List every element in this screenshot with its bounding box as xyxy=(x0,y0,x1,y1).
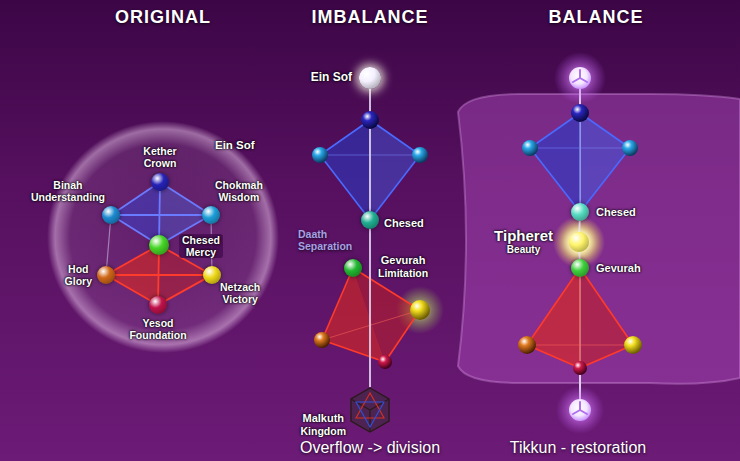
label-group: Ein Sof xyxy=(311,71,352,85)
sephira-sphere: Gevurah xyxy=(571,259,589,277)
sephira-name: Chesed xyxy=(182,234,220,246)
sephira-name: Chokmah xyxy=(215,179,263,191)
connector-line xyxy=(118,187,152,210)
label-group: Chesed xyxy=(384,217,424,230)
sephira-name: Ein Sof xyxy=(311,71,352,85)
label-group: NetzachVictory xyxy=(220,281,260,305)
sephira-name: Hod xyxy=(65,263,92,275)
sephira-name: Chesed xyxy=(596,206,636,219)
sephira-name: Chesed xyxy=(384,217,424,230)
sephira-name: Kether xyxy=(143,145,176,157)
connector-line xyxy=(120,214,202,216)
connector-line xyxy=(114,279,150,300)
column-heading: IMBALANCE xyxy=(312,7,429,28)
label-group: Gevurah xyxy=(596,262,641,275)
label-group: GevurahLimitation xyxy=(378,254,428,279)
caption-text: Tikkun - restoration xyxy=(510,439,646,457)
connector-line xyxy=(369,229,371,387)
tipheret-sphere: TipheretBeauty xyxy=(569,232,589,252)
sephira-name: Gevurah xyxy=(378,254,428,267)
sephira-meaning: Foundation xyxy=(129,329,186,341)
sephira-meaning: Limitation xyxy=(378,267,428,279)
label-group: KetherCrown xyxy=(143,145,176,169)
ein-sof-ring: Ein SofKetherCrownBinahUnderstandingChok… xyxy=(47,121,279,353)
sephira-sphere: KetherCrown xyxy=(151,173,169,191)
connector-line xyxy=(158,191,160,235)
sephira-meaning: Kingdom xyxy=(301,425,347,437)
connector-line xyxy=(119,220,151,240)
label-group: ChokmahWisdom xyxy=(215,179,263,203)
sephira-sphere: Chesed xyxy=(361,211,379,229)
sephira-sphere: ChesedMercy xyxy=(149,235,169,255)
sephira-meaning: Glory xyxy=(65,275,92,287)
sephira-name: Netzach xyxy=(220,281,260,293)
sephira-meaning: Understanding xyxy=(31,191,105,203)
sephira-meaning: Wisdom xyxy=(215,191,263,203)
ein-sof-sphere: Ein Sof xyxy=(359,67,381,89)
sephira-name: Malkuth xyxy=(301,412,347,425)
sephira-sphere: YesodFoundation xyxy=(149,296,167,314)
connector-line xyxy=(115,274,203,276)
sephira-sphere: ChokmahWisdom xyxy=(202,206,220,224)
sephira-name: Tipheret xyxy=(494,227,553,244)
sephira-meaning: Mercy xyxy=(182,246,220,258)
label-group: ChesedMercy xyxy=(179,234,223,258)
label-group: TipheretBeauty xyxy=(494,227,553,256)
label-group: Ein Sof xyxy=(215,139,255,152)
caption-text: Overflow -> division xyxy=(300,439,440,457)
sephira-meaning: Crown xyxy=(143,157,176,169)
connector-line xyxy=(107,224,111,266)
connector-line xyxy=(166,279,204,300)
connector-line xyxy=(114,250,150,271)
label-group: BinahUnderstanding xyxy=(31,179,105,203)
malkuth-cube-outline xyxy=(350,387,390,433)
label-group: Chesed xyxy=(596,206,636,219)
sephira-sphere: Chesed xyxy=(571,203,589,221)
daath-label: Daath Separation xyxy=(298,228,352,252)
sephira-meaning: Victory xyxy=(220,293,260,305)
sephira-name: Yesod xyxy=(129,317,186,329)
sephira-name: Gevurah xyxy=(596,262,641,275)
column-heading: ORIGINAL xyxy=(115,7,211,28)
label-group: MalkuthKingdom xyxy=(301,412,347,437)
sephira-sphere: HodGlory xyxy=(97,266,115,284)
label-group: YesodFoundation xyxy=(129,317,186,341)
connector-line xyxy=(369,89,371,211)
sephira-sphere: BinahUnderstanding xyxy=(102,206,120,224)
sephira-meaning: Beauty xyxy=(494,244,553,256)
sephira-sphere: GevurahLimitation xyxy=(344,259,362,277)
label-group: HodGlory xyxy=(65,263,92,287)
connector-line xyxy=(578,252,580,259)
connector-line xyxy=(578,221,580,232)
connector-line xyxy=(168,187,204,210)
malkuth-cube: MalkuthKingdom xyxy=(350,387,390,433)
column-heading: BALANCE xyxy=(549,7,644,28)
sephira-name: Ein Sof xyxy=(215,139,255,152)
sephira-sphere: NetzachVictory xyxy=(203,266,221,284)
sephira-name: Binah xyxy=(31,179,105,191)
